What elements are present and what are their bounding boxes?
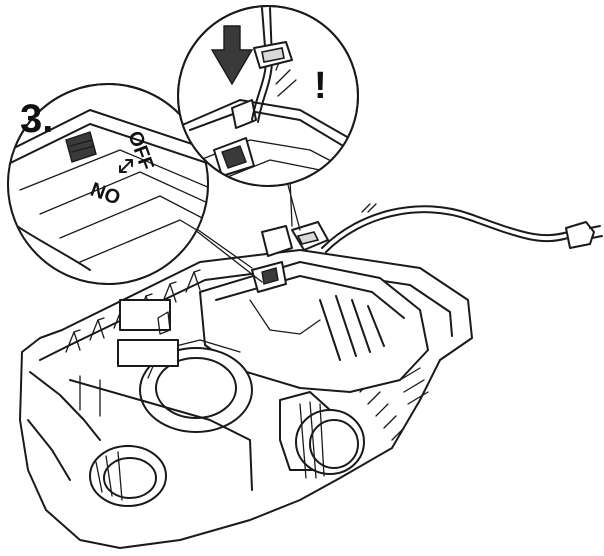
switch-on-housing — [251, 261, 287, 293]
impeller-chamber — [139, 347, 253, 433]
down-arrow-icon — [210, 25, 254, 86]
power-cable — [321, 203, 603, 253]
cable-clip — [261, 221, 329, 257]
power-plug — [565, 221, 595, 249]
internal-bracket — [117, 339, 179, 367]
switch-detail-callout: OFF ON — [7, 83, 209, 285]
outlet-connector-front — [89, 445, 167, 507]
outlet-connector-right — [279, 391, 365, 479]
switch-toggle — [65, 131, 97, 163]
step-number: 3. — [20, 97, 53, 141]
switch-arrow-icon — [119, 159, 133, 173]
pump-housing — [19, 249, 473, 549]
warning-mark: ! — [314, 65, 327, 107]
